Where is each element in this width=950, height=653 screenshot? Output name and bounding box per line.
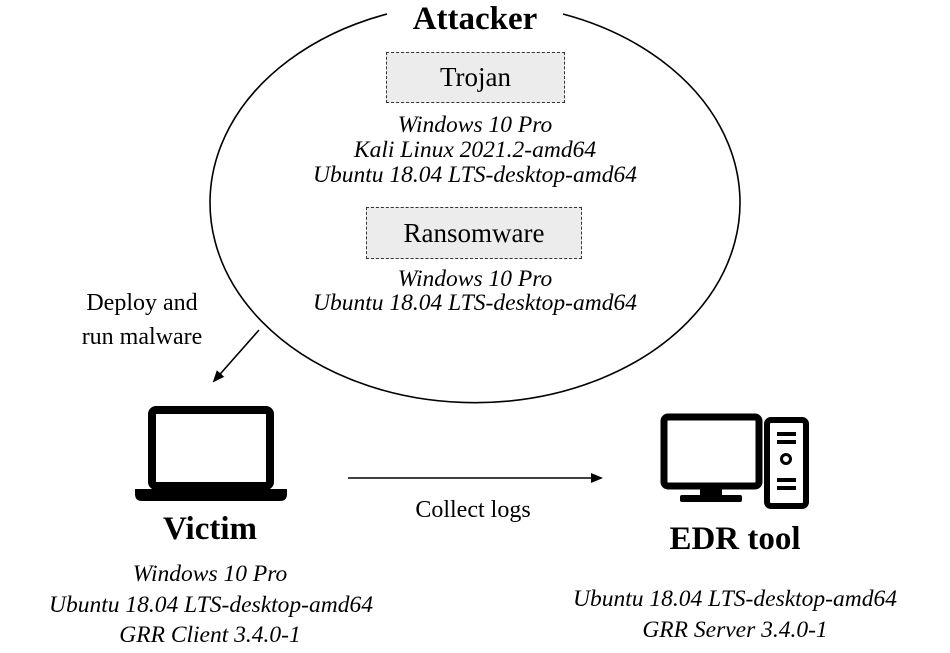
edr-title: EDR tool xyxy=(669,521,801,557)
laptop-icon xyxy=(135,406,287,501)
deploy-label-line2: run malware xyxy=(81,324,203,350)
trojan-os-1: Windows 10 Pro xyxy=(397,112,553,138)
collect-logs-label: Collect logs xyxy=(415,497,531,523)
ransomware-box: Ransomware xyxy=(366,207,582,259)
victim-spec-2: Ubuntu 18.04 LTS-desktop-amd64 xyxy=(49,592,373,618)
edr-spec-2: GRR Server 3.4.0-1 xyxy=(642,617,828,643)
victim-spec-1: Windows 10 Pro xyxy=(132,561,288,587)
trojan-box: Trojan xyxy=(386,52,565,103)
trojan-os-2: Kali Linux 2021.2-amd64 xyxy=(353,137,597,163)
deploy-arrow xyxy=(212,329,260,383)
victim-title: Victim xyxy=(162,511,258,547)
deploy-label-line1: Deploy and xyxy=(86,290,198,316)
trojan-os-3: Ubuntu 18.04 LTS-desktop-amd64 xyxy=(313,162,637,188)
ransomware-label: Ransomware xyxy=(403,217,545,248)
victim-spec-3: GRR Client 3.4.0-1 xyxy=(119,622,301,648)
edr-spec-1: Ubuntu 18.04 LTS-desktop-amd64 xyxy=(573,586,897,612)
attacker-title: Attacker xyxy=(412,1,538,37)
ransomware-os-1: Windows 10 Pro xyxy=(397,266,553,292)
attacker-ellipse xyxy=(209,13,741,404)
trojan-label: Trojan xyxy=(439,62,512,92)
desktop-computer-icon xyxy=(660,413,809,509)
ransomware-os-2: Ubuntu 18.04 LTS-desktop-amd64 xyxy=(313,290,637,316)
